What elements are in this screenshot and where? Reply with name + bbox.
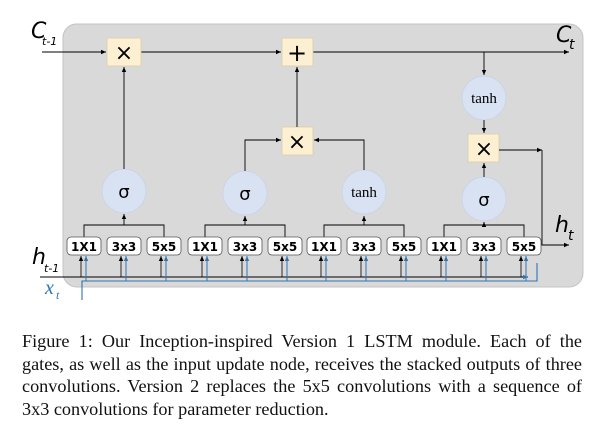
conv-label: 5x5 [512,240,536,254]
forget-multiply-node: × [106,37,142,67]
conv-group-forget: 1X1 3x3 5x5 [66,214,182,281]
lstm-diagram: C t-1 C t × + × × σ σ tanh σ tanh [31,19,584,300]
conv-label: 3x3 [233,240,257,254]
conv-box [106,236,142,256]
conv-box [187,236,223,256]
conv-label: 3x3 [352,240,376,254]
conv-box [466,236,502,256]
conv-group-input: 1X1 3x3 5x5 [187,216,303,281]
conv-label: 1X1 [71,240,97,254]
output-gate-sigmoid: σ [461,176,507,222]
x-input-label: x [44,277,54,299]
conv-box [506,236,542,256]
module-box-body [62,23,584,288]
conv-box [426,236,462,256]
conv-label: 5x5 [273,240,297,254]
svg-text:tanh: tanh [351,185,377,201]
c-next-subscript: t [569,37,575,53]
conv-label: 1X1 [431,240,457,254]
c-next-label: C [556,23,572,48]
connections [121,52,569,248]
conv-box [346,236,382,256]
h-next-label: h [555,213,569,238]
forget-gate-sigmoid: σ [101,168,147,214]
input-gate-sigmoid: σ [222,170,268,216]
c-prev-subscript: t-1 [42,35,57,48]
conv-group-output: 1X1 3x3 5x5 [426,222,542,281]
conv-box [66,236,102,256]
figure-caption: Figure 1: Our Inception-inspired Version… [22,331,582,419]
h-prev-subscript: t-1 [44,262,59,275]
conv-label: 3x3 [112,240,136,254]
conv-label: 3x3 [472,240,496,254]
conv-layer: 1X1 3x3 5x5 1X1 3x3 5x5 1X1 3x3 5x5 1X1 3x3 5x5 [66,214,542,281]
h-prev-label: h [32,245,46,270]
conv-label: 5x5 [392,240,416,254]
conv-label: 1X1 [311,240,337,254]
svg-text:×: × [288,130,306,155]
input-update-tanh: tanh [341,169,387,215]
cell-tanh: tanh [461,75,507,121]
c-prev-label: C [31,19,47,44]
svg-text:×: × [115,41,133,66]
conv-group-update: 1X1 3x3 5x5 [306,216,422,281]
svg-text:+: + [287,39,307,67]
svg-text:σ: σ [118,182,129,203]
x-input-subscript: t [56,288,60,300]
input-multiply-node: × [281,126,314,156]
h-next-subscript: t [568,228,574,244]
svg-text:×: × [475,137,493,162]
svg-text:σ: σ [239,184,250,205]
cell-add-node: + [281,37,314,67]
x-input-bus [81,263,538,300]
conv-box [227,236,263,256]
conv-box [146,236,182,256]
svg-text:tanh: tanh [471,91,497,107]
conv-label: 5x5 [152,240,176,254]
conv-box [306,236,342,256]
conv-box [386,236,422,256]
conv-label: 1X1 [192,240,218,254]
svg-text:σ: σ [478,190,489,211]
output-multiply-node: × [467,133,500,163]
conv-box [267,236,303,256]
